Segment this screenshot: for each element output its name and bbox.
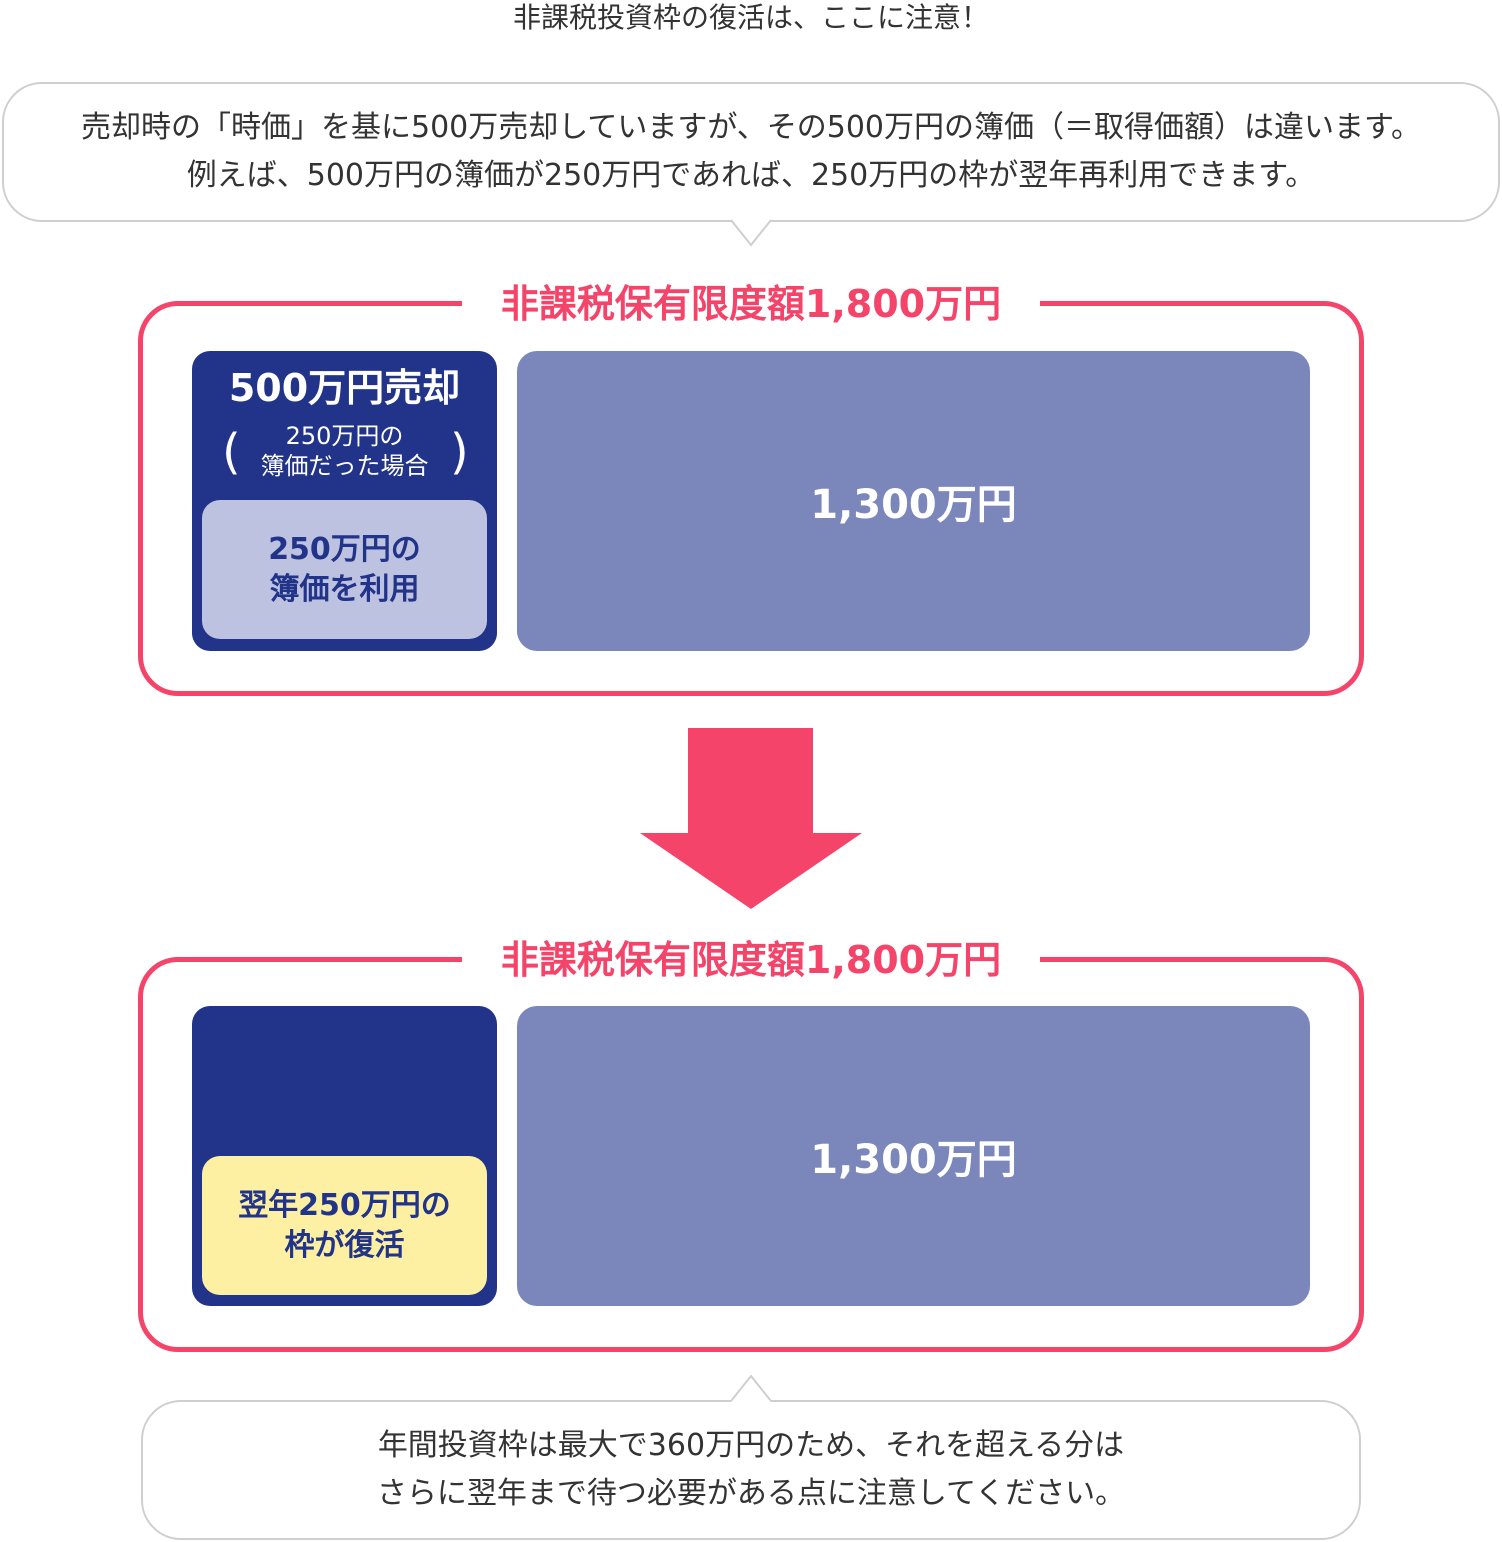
top-note-bubble: 売却時の「時価」を基に500万売却していますが、その500万円の簿価（＝取得価額… (2, 82, 1500, 222)
remaining-amount-2: 1,300万円 (810, 1137, 1017, 1183)
book-value-box: 250万円の 簿価を利用 (202, 500, 487, 639)
remaining-box-1: 1,300万円 (517, 351, 1310, 651)
book-value-line-2: 簿価を利用 (269, 571, 420, 607)
bottom-note-line-1: 年間投資枠は最大で360万円のため、それを超える分は (377, 1428, 1125, 1463)
bottom-note-tail (731, 1375, 771, 1402)
top-note-line-1: 売却時の「時価」を基に500万売却していますが、その500万円の簿価（＝取得価額… (80, 110, 1422, 145)
top-note-tail (731, 219, 771, 247)
restored-line-2: 枠が復活 (284, 1227, 405, 1263)
panel-1-title: 非課税保有限度額1,800万円 (462, 276, 1040, 332)
sale-box: 500万円売却 ( ) 250万円の 簿価だった場合 250万円の 簿価を利用 (192, 351, 497, 651)
restore-box: 翌年250万円の 枠が復活 (192, 1006, 497, 1306)
close-paren: ) (450, 424, 469, 480)
bottom-note-bubble: 年間投資枠は最大で360万円のため、それを超える分は さらに翌年まで待つ必要があ… (141, 1400, 1361, 1540)
sale-box-title: 500万円売却 (228, 366, 461, 410)
panel-2-title: 非課税保有限度額1,800万円 (462, 932, 1040, 988)
open-paren: ( (222, 424, 241, 480)
remaining-box-2: 1,300万円 (517, 1006, 1310, 1306)
top-note-line-2: 例えば、500万円の簿価が250万円であれば、250万円の枠が翌年再利用できます… (186, 158, 1316, 193)
condition-line-2: 簿価だった場合 (260, 452, 429, 480)
sale-box-condition: 250万円の 簿価だった場合 (232, 421, 457, 481)
restored-line-1: 翌年250万円の (238, 1187, 451, 1223)
restored-quota-box: 翌年250万円の 枠が復活 (202, 1156, 487, 1295)
down-arrow-icon (640, 728, 862, 909)
bottom-note-line-2: さらに翌年まで待つ必要がある点に注意してください。 (376, 1476, 1126, 1511)
page-title: 非課税投資枠の復活は、ここに注意！ (512, 1, 989, 34)
condition-line-1: 250万円の (285, 422, 404, 450)
remaining-amount-1: 1,300万円 (810, 482, 1017, 528)
book-value-line-1: 250万円の (268, 531, 421, 567)
